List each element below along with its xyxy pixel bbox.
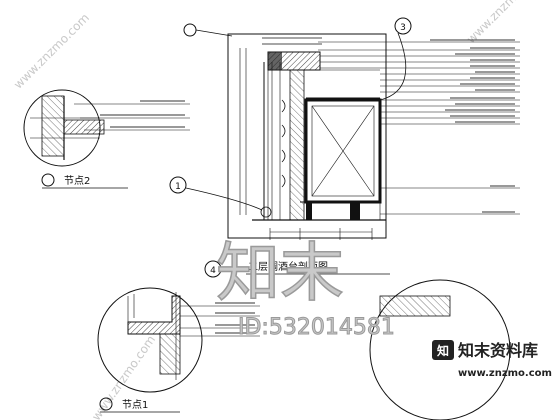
svg-text:节点1: 节点1: [122, 399, 148, 411]
svg-text:www.znzmo.com: www.znzmo.com: [11, 11, 92, 92]
svg-text:1: 1: [175, 182, 181, 192]
svg-text:4: 4: [210, 266, 216, 276]
logo-text: 知末资料库: [458, 341, 538, 360]
main-section-drawing: [227, 33, 387, 240]
svg-text:www.znzmo.com: www.znzmo.com: [464, 0, 545, 46]
section-title: 二层调酒台剖面图: [248, 260, 328, 273]
corner-watermark-top-left: www.znzmo.com: [11, 11, 92, 92]
watermark-big-text: 知末: [216, 237, 344, 311]
callout-circle-3: 3: [379, 17, 412, 101]
svg-text:节点2: 节点2: [64, 175, 90, 187]
callout-circle-1: 1: [169, 176, 272, 218]
partial-detail-bottom-right: [369, 279, 511, 420]
logo-url: www.znzmo.com: [458, 368, 552, 379]
callout-circle-2: [183, 23, 233, 37]
footer-logo: 知 知末资料库 www.znzmo.com: [432, 340, 552, 379]
wall-hatched: [289, 69, 305, 221]
watermark-overlay: 知末 ID:532014581: [215, 236, 395, 340]
watermark-id: ID:532014581: [238, 315, 395, 340]
svg-text:3: 3: [400, 23, 406, 33]
section-frame: [227, 33, 387, 239]
right-leader-lines: [318, 39, 520, 215]
node-2-detail: 节点2: [23, 89, 190, 189]
callout-circle-4: 4: [204, 260, 222, 278]
corner-watermark-top-right: www.znzmo.com: [464, 0, 545, 46]
logo-mark-icon: [432, 340, 454, 360]
node-1-detail: 节点1: [97, 287, 260, 413]
svg-text:知: 知: [436, 343, 449, 358]
